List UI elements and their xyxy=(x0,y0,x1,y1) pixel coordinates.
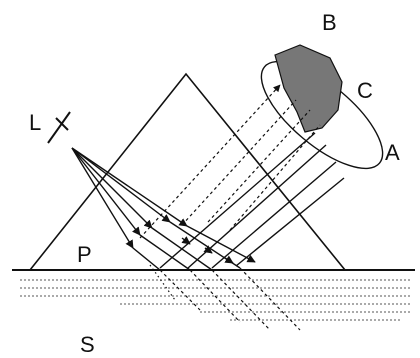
label-C: C xyxy=(357,78,373,103)
label-A: A xyxy=(385,140,400,165)
label-S: S xyxy=(80,332,95,357)
label-B: B xyxy=(322,10,337,35)
reflected-rays xyxy=(139,84,345,269)
label-L: L xyxy=(29,110,41,135)
incident-rays xyxy=(71,147,256,271)
label-P: P xyxy=(77,242,92,267)
transmitted-rays xyxy=(149,264,301,331)
shaded-region-B xyxy=(274,44,343,133)
ray-arrowheads xyxy=(181,236,234,264)
substrate-hatching xyxy=(20,279,410,321)
light-source-icon xyxy=(47,111,71,144)
